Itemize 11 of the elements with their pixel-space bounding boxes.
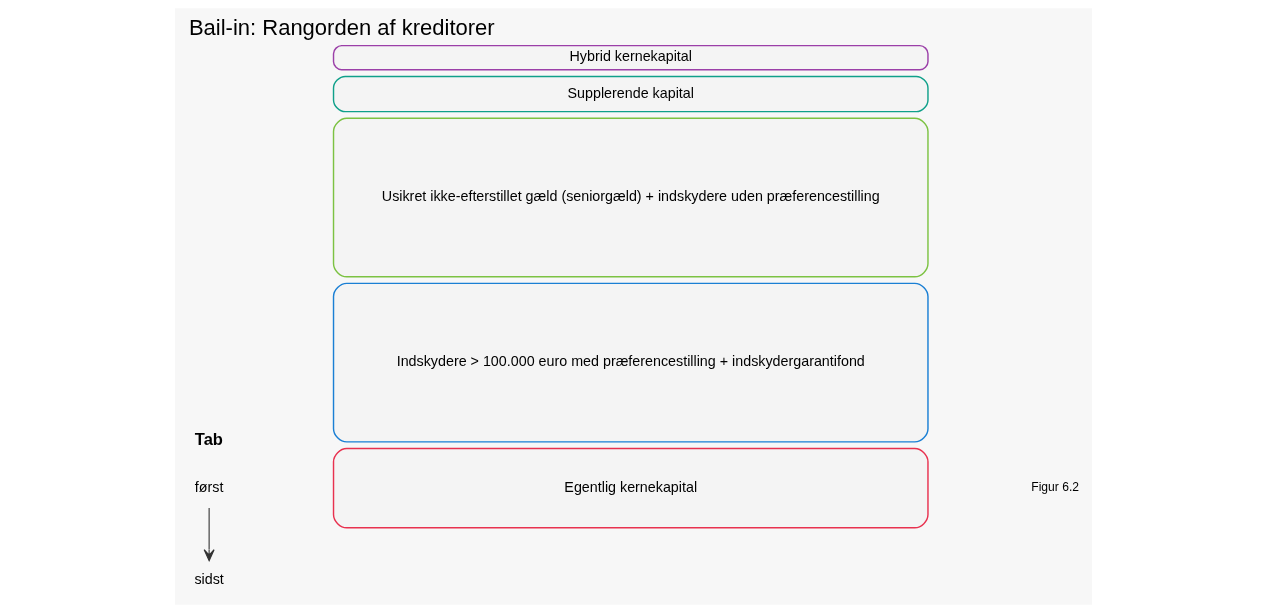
node-box: Supplerende kapital: [332, 75, 929, 113]
node-text: sidst: [193, 571, 224, 588]
node-box: Egentlig kernekapital: [332, 447, 929, 529]
node-box: Hybrid kernekapital: [332, 44, 929, 71]
label: Figur 6.2: [1030, 480, 1079, 495]
label: Tab: [194, 429, 223, 448]
node-box: Usikret ikke-efterstillet gæld (seniorgæld) + indskydere uden præferencestilling: [332, 117, 929, 278]
arrow: [203, 507, 215, 562]
node-text: først: [194, 478, 223, 495]
node-box: Indskydere > 100.000 euro med præferencestilling + indskydergarantifond: [332, 282, 929, 443]
diagram-title: Bail-in: Rangorden af kreditorer: [188, 14, 495, 40]
